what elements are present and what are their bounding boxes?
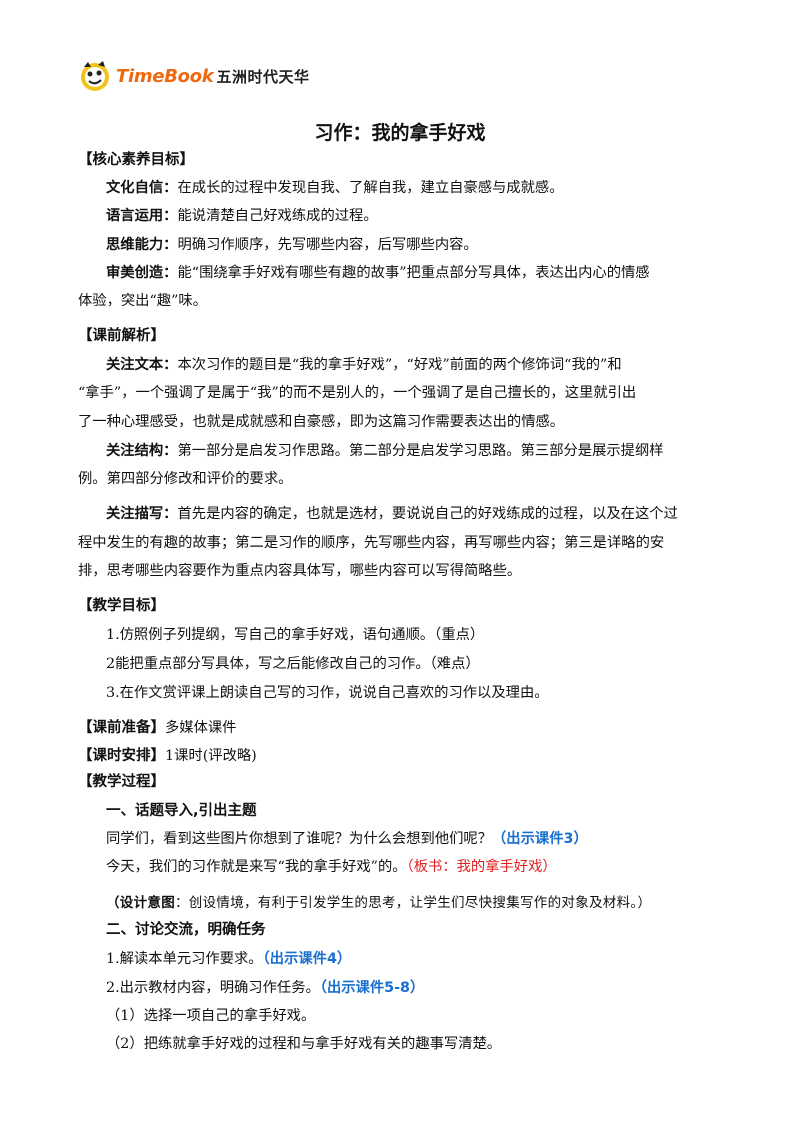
analysis-p1-l1: 关注文本：本次习作的题目是“我的拿手好戏”，“好戏”前面的两个修饰词“我的”和 bbox=[106, 357, 622, 373]
prep-line: 【课前准备】多媒体课件 bbox=[78, 720, 237, 736]
core-item-4: 审美创造：能“围绕拿手好戏有哪些有趣的故事”把重点部分写具体，表达出内心的情感 bbox=[106, 265, 650, 281]
analysis-p3-l3: 排，思考哪些内容要作为重点内容具体写，哪些内容可以写得简略些。 bbox=[78, 563, 522, 579]
design-intent-note: （设计意图：创设情境，有利于引发学生的思考，让学生们尽快搜集写作的对象及材料。） bbox=[106, 895, 652, 911]
goal-item-1: 1.仿照例子列提纲，写自己的拿手好戏，语句通顺。（重点） bbox=[106, 627, 485, 643]
header-logo: TimeBook 五洲时代天华 bbox=[78, 58, 309, 94]
core-item-2: 语言运用：能说清楚自己好戏练成的过程。 bbox=[106, 208, 378, 224]
process-s1-l2: 今天，我们的习作就是来写“我的拿手好戏”的。（板书：我的拿手好戏） bbox=[106, 859, 557, 875]
core-item-3: 思维能力：明确习作顺序，先写哪些内容，后写哪些内容。 bbox=[106, 237, 478, 253]
process-s2-l4: （2）把练就拿手好戏的过程和与拿手好戏有关的趣事写清楚。 bbox=[106, 1036, 502, 1052]
process-s2-l1: 1.解读本单元习作要求。（出示课件4） bbox=[106, 951, 352, 967]
core-heading: 【核心素养目标】 bbox=[78, 152, 194, 168]
logo-text-en: TimeBook bbox=[116, 65, 214, 87]
analysis-p2-l1: 关注结构：第一部分是启发习作思路。第二部分是启发学习思路。第三部分是展示提纲样 bbox=[106, 443, 664, 459]
process-s2-title: 二、讨论交流，明确任务 bbox=[106, 922, 266, 938]
core-item-4-cont: 体验，突出“趣”味。 bbox=[78, 293, 207, 309]
process-s2-l2: 2.出示教材内容，明确习作任务。（出示课件5-8） bbox=[106, 980, 425, 996]
process-heading: 【教学过程】 bbox=[78, 774, 165, 790]
process-s2-l3: （1）选择一项自己的拿手好戏。 bbox=[106, 1008, 316, 1024]
analysis-p3-l2: 程中发生的有趣的故事；第二是习作的顺序，先写哪些内容，再写哪些内容；第三是详略的… bbox=[78, 535, 665, 551]
analysis-p3-l1: 关注描写：首先是内容的确定，也就是选材，要说说自己的好戏练成的过程，以及在这个过 bbox=[106, 506, 678, 522]
core-item-1: 文化自信：在成长的过程中发现自我、了解自我，建立自豪感与成就感。 bbox=[106, 180, 564, 196]
process-s1-title: 一、话题导入,引出主题 bbox=[106, 803, 257, 819]
analysis-p1-l2: “拿手”，一个强调了是属于“我”的而不是别人的，一个强调了是自己擅长的，这里就引… bbox=[78, 385, 637, 401]
schedule-line: 【课时安排】1课时(评改略) bbox=[78, 748, 257, 764]
goal-item-3: 3.在作文赏评课上朗读自己写的习作，说说自己喜欢的习作以及理由。 bbox=[106, 685, 549, 701]
analysis-p1-l3: 了一种心理感受，也就是成就感和自豪感，即为这篇习作需要表达出的情感。 bbox=[78, 414, 565, 430]
goals-heading: 【教学目标】 bbox=[78, 598, 165, 614]
timebook-logo-icon bbox=[81, 61, 109, 91]
analysis-heading: 【课前解析】 bbox=[78, 328, 165, 344]
document-title: 习作：我的拿手好戏 bbox=[314, 122, 486, 144]
process-s1-l1: 同学们，看到这些图片你想到了谁呢？为什么会想到他们呢？（出示课件3） bbox=[106, 831, 588, 847]
analysis-p2-l2: 例。第四部分修改和评价的要求。 bbox=[78, 471, 293, 487]
goal-item-2: 2能把重点部分写具体，写之后能修改自己的习作。（难点） bbox=[106, 656, 480, 672]
logo-text-cn: 五洲时代天华 bbox=[216, 67, 310, 86]
